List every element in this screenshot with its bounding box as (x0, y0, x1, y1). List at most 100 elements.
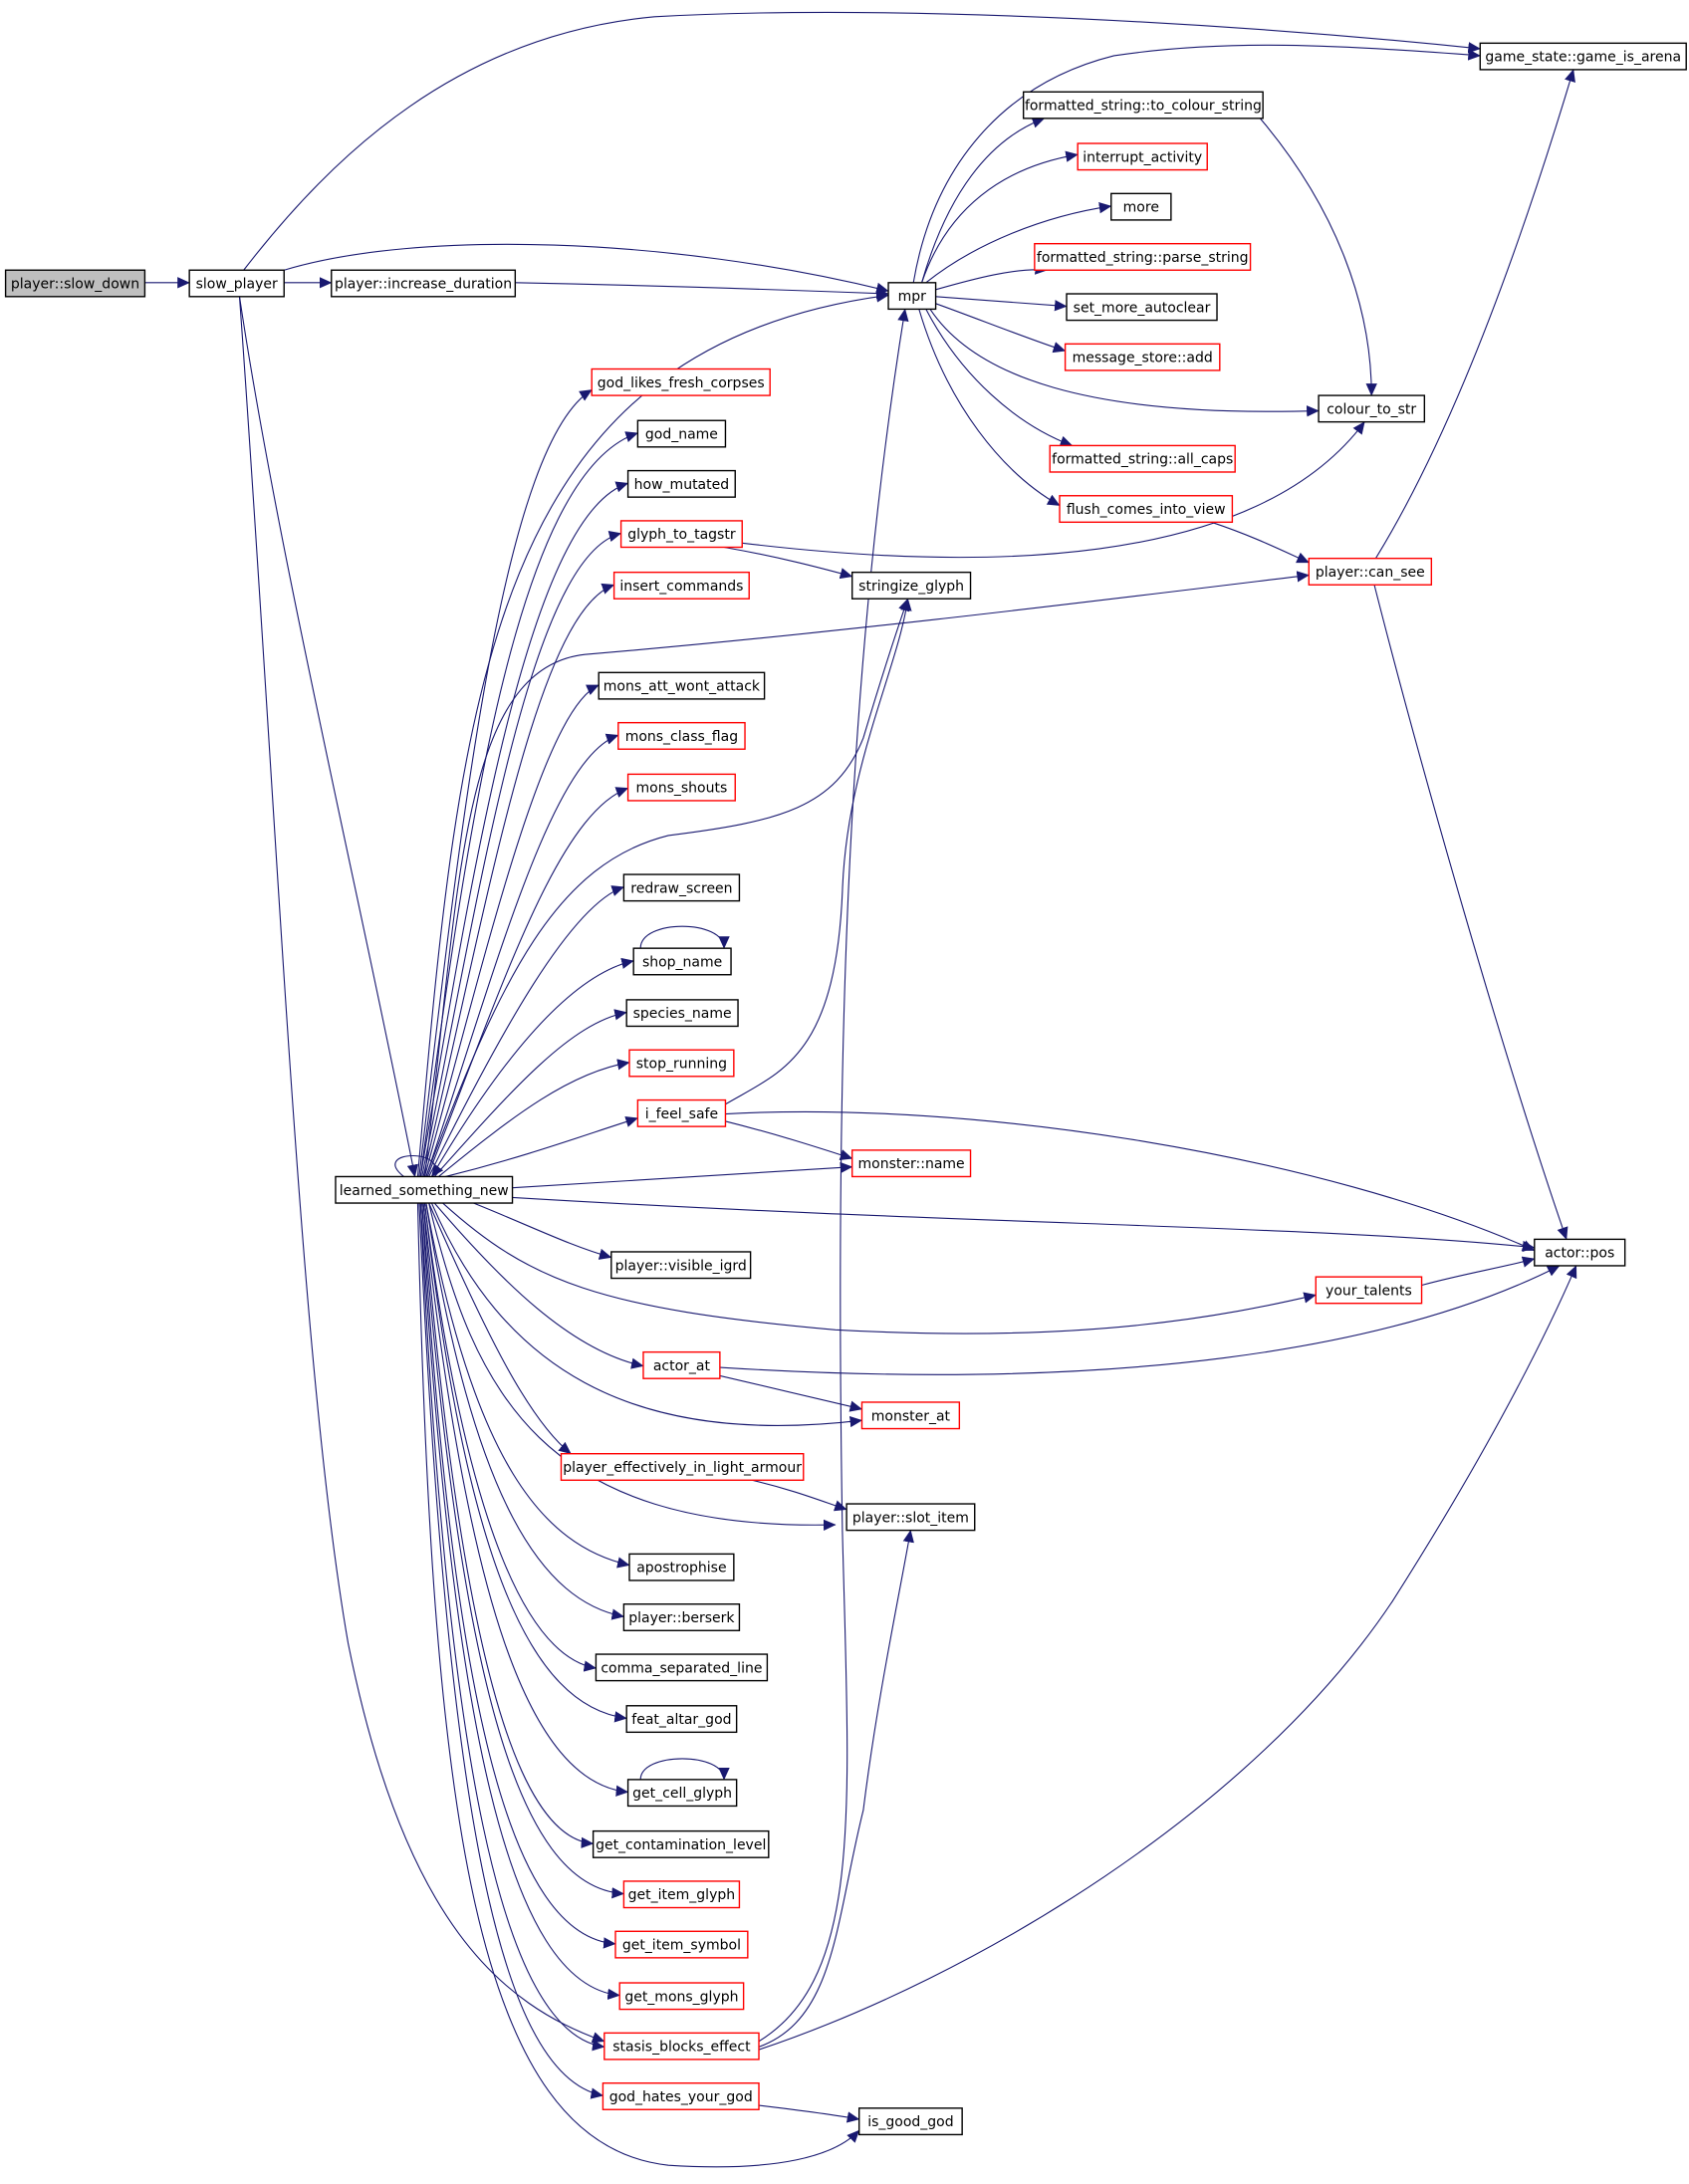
node-parse-string[interactable]: formatted_string::parse_string (1034, 242, 1252, 271)
edge-increase_duration-to-mpr (515, 283, 889, 300)
node-colour-to-str[interactable]: colour_to_str (1318, 394, 1426, 423)
node-get-mons-glyph[interactable]: get_mons_glyph (618, 1982, 745, 2011)
edge-learned_something_new-to-player_can_see (424, 571, 1310, 1176)
edge-slow_player-to-mpr (284, 244, 889, 294)
node-shop-name[interactable]: shop_name (632, 947, 732, 976)
node-get-cell-glyph[interactable]: get_cell_glyph (626, 1779, 738, 1808)
node-label: get_item_glyph (628, 1887, 735, 1903)
node-box (636, 1098, 727, 1127)
node-interrupt-activity[interactable]: interrupt_activity (1077, 142, 1208, 171)
node-box (1534, 1238, 1626, 1267)
node-box (560, 1453, 805, 1481)
node-box (636, 419, 727, 448)
edge-learned_something_new-to-species_name (434, 1009, 627, 1176)
node-message-store-add[interactable]: message_store::add (1064, 343, 1221, 371)
node-label: stasis_blocks_effect (612, 2040, 751, 2056)
edge-mpr-to-more (926, 202, 1112, 283)
node-box (1479, 42, 1687, 71)
node-set-more-autoclear[interactable]: set_more_autoclear (1066, 293, 1218, 322)
node-mons-class-flag[interactable]: mons_class_flag (617, 721, 746, 750)
node-stop-running[interactable]: stop_running (628, 1049, 735, 1078)
node-how-mutated[interactable]: how_mutated (626, 469, 736, 498)
edge-learned_something_new-to-god_hates_your_god (419, 1203, 604, 2099)
node-stasis-blocks-effect[interactable]: stasis_blocks_effect (603, 2032, 760, 2061)
node-label: species_name (633, 1006, 732, 1022)
node-box (603, 2032, 760, 2061)
node-flush-comes-into-view[interactable]: flush_comes_into_view (1059, 495, 1234, 524)
node-player-can-see[interactable]: player::can_see (1308, 557, 1433, 586)
edge-your_talents-to-actor_pos (1422, 1256, 1536, 1286)
node-god-name[interactable]: god_name (636, 419, 727, 448)
node-slow-down[interactable]: player::slow_down (4, 269, 146, 298)
node-get-contamination-level[interactable]: get_contamination_level (592, 1829, 770, 1858)
node-label: mons_att_wont_attack (603, 679, 761, 695)
node-label: game_state::game_is_arena (1485, 50, 1681, 66)
node-box (1059, 495, 1234, 524)
node-visible-igrd[interactable]: player::visible_igrd (610, 1251, 752, 1280)
node-i-feel-safe[interactable]: i_feel_safe (636, 1098, 727, 1127)
node-label: flush_comes_into_view (1067, 502, 1226, 518)
node-label: stringize_glyph (858, 579, 964, 595)
node-box (642, 1350, 721, 1379)
node-box (622, 873, 741, 902)
node-label: god_likes_fresh_corpses (598, 375, 765, 391)
edge-actor_at-to-monster_at (720, 1375, 863, 1412)
node-label: get_contamination_level (596, 1837, 766, 1853)
node-get-item-glyph[interactable]: get_item_glyph (622, 1880, 741, 1909)
node-label: how_mutated (634, 477, 729, 493)
node-is-good-god[interactable]: is_good_god (857, 2107, 963, 2136)
node-monster-at[interactable]: monster_at (860, 1401, 961, 1430)
node-label: player_effectively_in_light_armour (563, 1460, 802, 1476)
edge-learned_something_new-to-your_talents (443, 1203, 1317, 1334)
node-get-item-symbol[interactable]: get_item_symbol (614, 1930, 749, 1959)
node-slow-player[interactable]: slow_player (188, 269, 285, 298)
node-mons-shouts[interactable]: mons_shouts (626, 773, 736, 802)
edge-mpr-to-message_store_add (936, 304, 1067, 354)
edge-slow_player-to-learned_something_new (239, 297, 418, 1178)
node-feat-altar-god[interactable]: feat_altar_god (625, 1705, 738, 1734)
edge-god_hates_your_god-to-is_good_god (759, 2105, 860, 2123)
node-actor-at[interactable]: actor_at (642, 1350, 721, 1379)
node-learned-something-new[interactable]: learned_something_new (335, 1175, 514, 1204)
node-glyph-to-tagstr[interactable]: glyph_to_tagstr (619, 520, 743, 549)
node-redraw-screen[interactable]: redraw_screen (622, 873, 741, 902)
node-increase-duration[interactable]: player::increase_duration (331, 269, 517, 298)
node-box (598, 671, 766, 700)
node-game-is-arena[interactable]: game_state::game_is_arena (1479, 42, 1687, 71)
node-slot-item[interactable]: player::slot_item (845, 1503, 976, 1532)
node-to-colour-string[interactable]: formatted_string::to_colour_string (1022, 91, 1264, 120)
edge-stasis_blocks_effect-to-actor_pos (759, 1265, 1576, 2050)
node-actor-pos[interactable]: actor::pos (1534, 1238, 1626, 1267)
node-all-caps[interactable]: formatted_string::all_caps (1049, 444, 1236, 473)
node-species-name[interactable]: species_name (625, 999, 739, 1028)
node-apostrophise[interactable]: apostrophise (628, 1553, 735, 1581)
edge-glyph_to_tagstr-to-stringize_glyph (724, 547, 853, 580)
node-your-talents[interactable]: your_talents (1315, 1276, 1423, 1305)
node-label: slow_player (196, 277, 278, 293)
edge-learned_something_new-to-insert_commands (423, 583, 615, 1176)
node-light-armour[interactable]: player_effectively_in_light_armour (560, 1453, 805, 1481)
edge-learned_something_new-to-apostrophise (426, 1203, 630, 1569)
edge-mpr-to-interrupt_activity (922, 150, 1079, 283)
node-player-berserk[interactable]: player::berserk (622, 1603, 741, 1631)
node-label: monster::name (858, 1156, 965, 1172)
node-god-likes-fresh-corpses[interactable]: god_likes_fresh_corpses (591, 367, 771, 396)
edge-get_cell_glyph-to-get_cell_glyph (640, 1759, 730, 1781)
node-box (628, 1553, 735, 1581)
edge-glyph_to_tagstr-to-colour_to_str (742, 421, 1364, 558)
node-box (4, 269, 146, 298)
node-mons-att-wont-attack[interactable]: mons_att_wont_attack (598, 671, 766, 700)
node-box (592, 1829, 770, 1858)
node-insert-commands[interactable]: insert_commands (612, 571, 750, 600)
node-more[interactable]: more (1110, 192, 1172, 221)
node-box (1318, 394, 1426, 423)
node-comma-separated-line[interactable]: comma_separated_line (595, 1653, 769, 1682)
node-mpr[interactable]: mpr (887, 282, 937, 311)
edge-player_can_see-to-actor_pos (1374, 585, 1568, 1240)
edge-mpr-to-game_is_arena (913, 45, 1481, 282)
node-stringize-glyph[interactable]: stringize_glyph (850, 571, 972, 600)
node-god-hates-your-god[interactable]: god_hates_your_god (602, 2081, 760, 2110)
node-label: formatted_string::all_caps (1052, 452, 1233, 468)
edge-learned_something_new-to-feat_altar_god (424, 1203, 627, 1723)
node-monster-name[interactable]: monster::name (850, 1149, 972, 1178)
